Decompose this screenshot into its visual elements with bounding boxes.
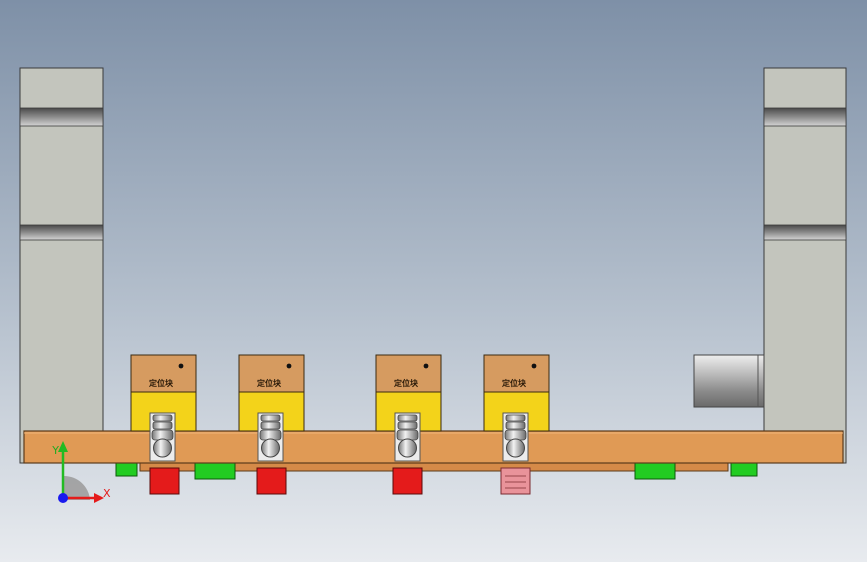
clamp-assembly[interactable]: 定位块	[238, 354, 305, 462]
red-block[interactable]	[149, 467, 180, 495]
clamp-label: 定位块	[501, 378, 527, 388]
clamp-assembly[interactable]: 定位块	[130, 354, 197, 462]
triad-rotation-arc-icon	[64, 475, 90, 500]
green-block[interactable]	[730, 461, 758, 477]
green-block[interactable]	[634, 461, 676, 480]
clamp-label: 定位块	[256, 378, 282, 388]
red-block[interactable]	[392, 467, 423, 495]
red-block[interactable]	[256, 467, 287, 495]
y-axis-label: Y	[51, 444, 59, 457]
right-support-column[interactable]	[763, 67, 847, 464]
left-support-column[interactable]	[19, 67, 104, 464]
clamp-assembly[interactable]: 定位块	[483, 354, 550, 462]
pink-block[interactable]	[500, 467, 531, 495]
base-plate[interactable]	[23, 430, 844, 464]
green-block[interactable]	[115, 461, 138, 477]
red-blocks	[149, 467, 531, 495]
z-axis-icon	[58, 493, 68, 503]
clamp-label: 定位块	[393, 378, 419, 388]
clamp-label: 定位块	[148, 378, 174, 388]
clamp-assembly[interactable]: 定位块	[375, 354, 442, 462]
x-axis-label: X	[103, 487, 111, 500]
coordinate-triad[interactable]: Y X	[51, 441, 111, 503]
cylinder-part[interactable]	[693, 354, 765, 408]
green-block[interactable]	[194, 461, 236, 480]
